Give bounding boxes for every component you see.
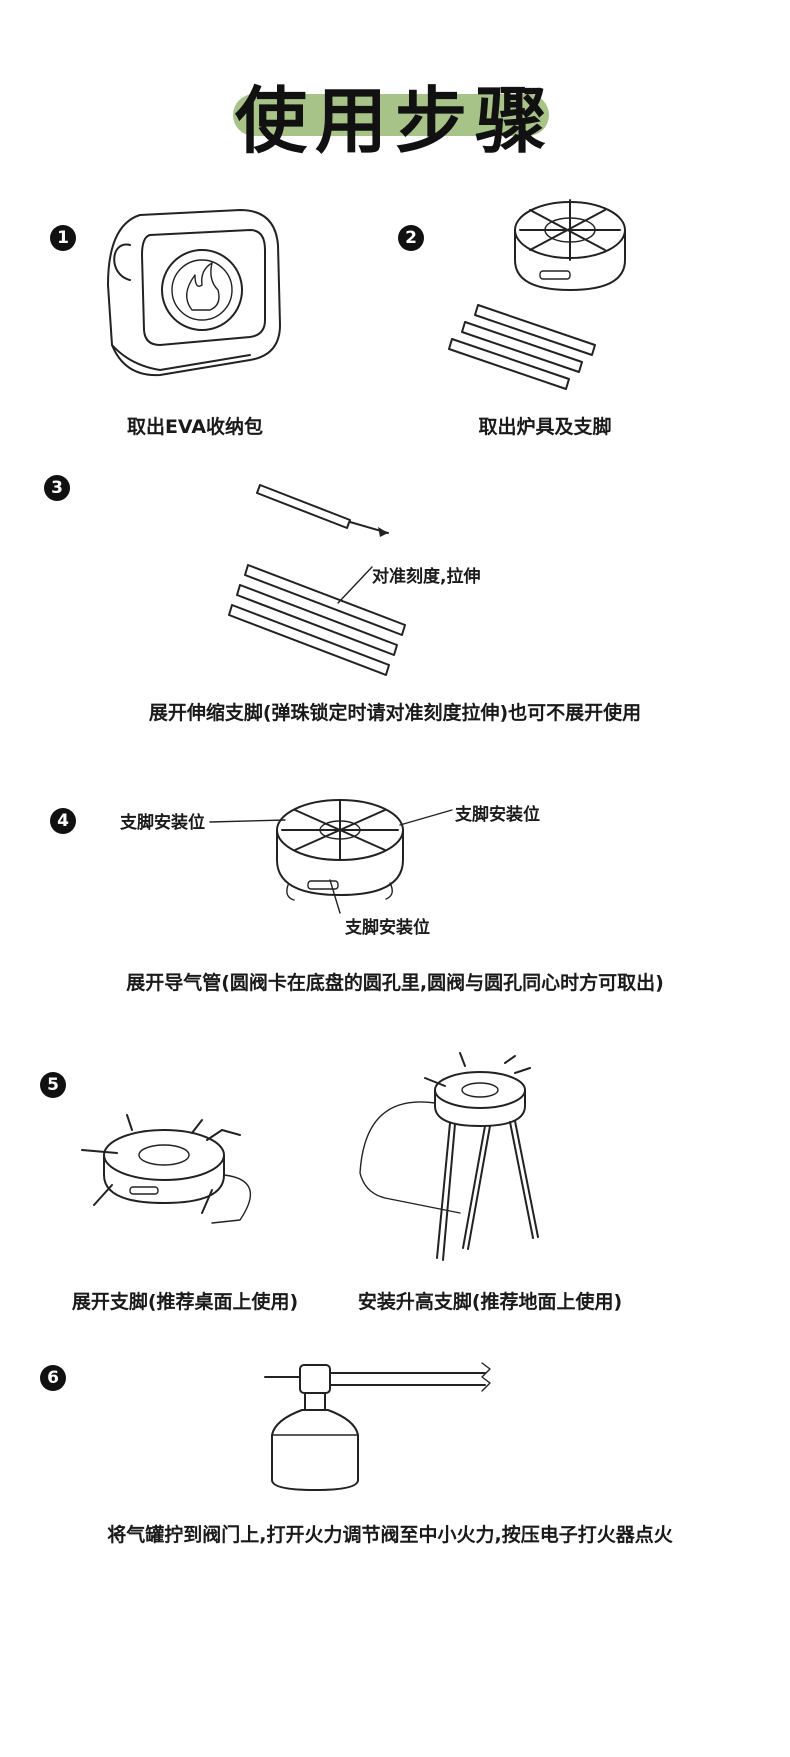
eva-bag-illustration [107,209,281,377]
title-highlight [233,94,549,136]
step-5-caption-left: 展开支脚(推荐桌面上使用) [71,1291,299,1313]
step-1-number: 1 [50,225,76,251]
step-2-number: 2 [398,225,424,251]
step-1-caption: 取出EVA收纳包 [126,416,264,438]
stove-and-legs-illustration [448,199,626,390]
step-3-number: 3 [44,475,70,501]
step-6-caption: 将气罐拧到阀门上,打开火力调节阀至中小火力,按压电子打火器点火 [107,1524,673,1546]
stove-table-illustration [81,1114,251,1224]
page-title: 使用步骤 [234,79,555,163]
step-2-caption: 取出炉具及支脚 [478,416,612,438]
title-block: 使用步骤 [0,79,790,170]
step-5-caption-right: 安装升高支脚(推荐地面上使用) [357,1291,623,1313]
stove-raised-illustration [359,1052,539,1261]
leg-pole-illustration [228,484,406,676]
step-3-caption: 展开伸缩支脚(弹珠锁定时请对准刻度拉伸)也可不展开使用 [148,702,642,724]
stove-bottom-illustration [209,799,453,914]
step-6-number: 6 [40,1365,66,1391]
step-4-caption: 展开导气管(圆阀卡在底盘的圆孔里,圆阀与圆孔同心时方可取出) [126,972,664,994]
gas-canister-illustration [264,1362,491,1491]
step-3-annotation: 对准刻度,拉伸 [372,567,481,587]
step-4-number: 4 [50,808,76,834]
step-5-number: 5 [40,1072,66,1098]
step-4-label-bottom: 支脚安装位 [345,918,430,938]
step-4-label-left: 支脚安装位 [120,813,205,833]
step-4-label-right: 支脚安装位 [455,805,540,825]
